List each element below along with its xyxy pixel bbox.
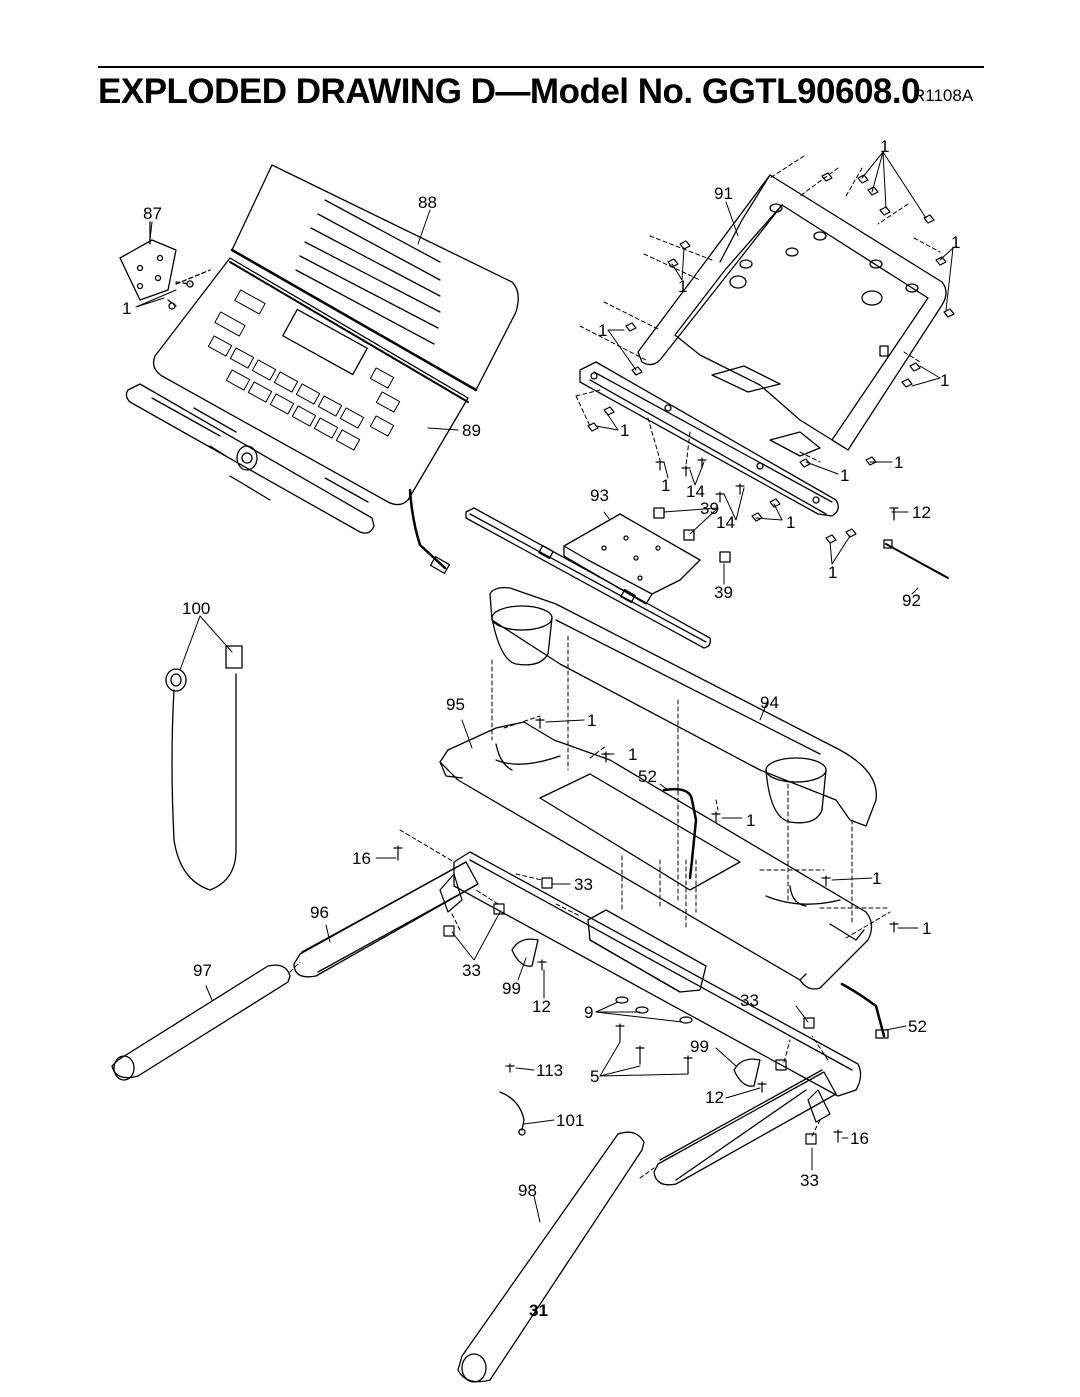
bracket-part-87 [119,221,211,310]
upright-cover-part-98 [457,1131,645,1383]
callout: 91 [714,184,733,203]
callout: 12 [912,503,931,522]
callout: 99 [502,979,521,998]
console-top-part-88 [230,164,519,392]
revision-code: R1108A [913,86,974,105]
console-base-part-89 [152,257,469,574]
console-handlebar [125,383,375,534]
wire-harness-part-52 [662,787,889,1039]
callout: 1 [840,466,849,485]
brackets-part-99 [511,938,761,1087]
callout: 1 [872,869,881,888]
upright-frame-part-91 [637,174,947,457]
clips-part-39 [653,507,731,563]
callout: 100 [182,599,210,618]
callout: 16 [850,1129,869,1148]
page-title: EXPLODED DRAWING D—Model No. GGTL90608.0 [98,72,921,111]
callout: 99 [690,1037,709,1056]
callout: 5 [590,1067,599,1086]
callout: 89 [462,421,481,440]
hood-base-part-95 [439,721,873,990]
ground-wire-part-101 [499,1091,526,1136]
callout: 33 [800,1171,819,1190]
frame-screws [587,172,955,544]
callout: 1 [894,453,903,472]
crossbar-rail [579,361,839,517]
callout: 93 [590,486,609,505]
callout: 1 [828,563,837,582]
title-rule [98,66,984,68]
leader-lines [135,151,954,1223]
callout: 101 [556,1111,584,1130]
hood-top-part-94 [489,586,877,827]
callout: 14 [716,513,735,532]
crossbar-part-93 [465,507,712,649]
callout: 52 [638,767,657,786]
upright-tube-part-96 [293,861,479,978]
callout: 12 [705,1088,724,1107]
callout: 1 [880,137,889,156]
callout: 33 [462,961,481,980]
callout: 88 [418,193,437,212]
callout: 9 [584,1003,593,1022]
hood-dashed-lines [491,635,891,939]
frame-dashed-lines [575,155,941,467]
callout: 95 [446,695,465,714]
callout: 16 [352,849,371,868]
callout: 1 [746,811,755,830]
callout: 33 [740,991,759,1010]
callout: 39 [700,499,719,518]
callout: 52 [908,1017,927,1036]
base-fasteners [439,873,843,1145]
callout: 33 [574,875,593,894]
callout-labels: 1 87 88 1 91 1 1 1 1 89 1 1 1 14 1 93 39… [122,137,960,1200]
callout: 1 [628,745,637,764]
callout: 98 [518,1181,537,1200]
base-dashed-lines [289,829,829,1179]
callout: 1 [940,371,949,390]
callout: 12 [532,997,551,1016]
callout: 1 [122,299,131,318]
upright-tube-right [653,1071,837,1186]
callout: 1 [922,919,931,938]
upright-cover-part-97 [111,964,291,1081]
base-frame [301,851,862,1181]
callout: 87 [143,204,162,223]
callout: 1 [951,233,960,252]
callout: 113 [536,1061,563,1080]
callout: 14 [686,482,705,501]
callout: 1 [598,321,607,340]
cable-part-92 [883,507,949,579]
callout: 1 [620,421,629,440]
callout: 94 [760,693,779,712]
safety-key-part-100 [165,645,243,891]
callout: 97 [193,961,212,980]
callout: 1 [786,513,795,532]
page-number: 31 [529,1301,548,1320]
callout: 92 [902,591,921,610]
callout: 1 [587,711,596,730]
callout: 1 [678,277,687,296]
callout: 96 [310,903,329,922]
callout: 1 [661,476,670,495]
hood-screws [393,717,899,933]
callout: 39 [714,583,733,602]
